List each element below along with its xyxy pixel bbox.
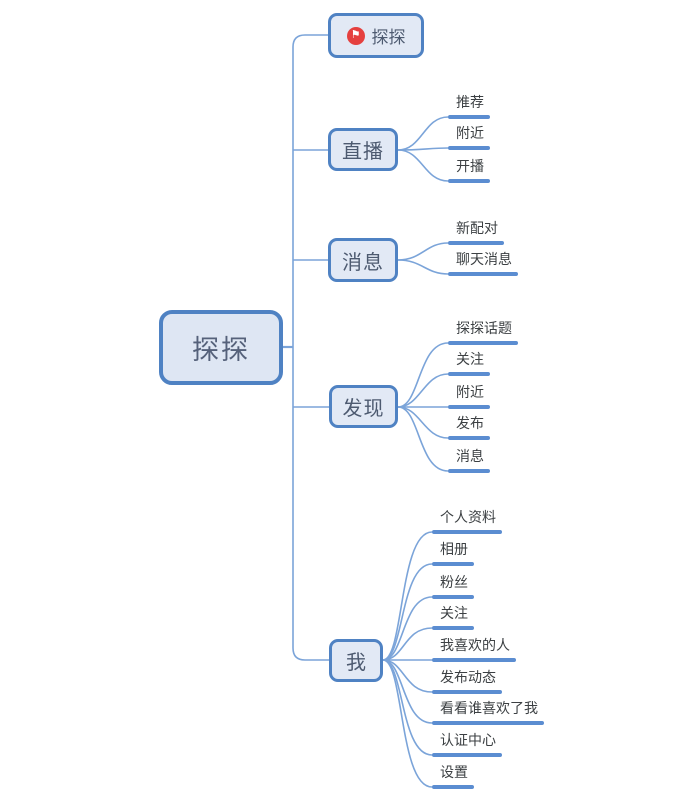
leaf-label: 聊天消息 [456,251,512,267]
leaf-node-xinpeidui[interactable]: 新配对 [448,219,504,245]
trunk-line [292,34,329,661]
leaf-underline [432,562,474,566]
leaf-underline [448,241,504,245]
leaf-underline [448,436,490,440]
leaf-node-xiangce[interactable]: 相册 [432,540,474,566]
leaf-label: 认证中心 [440,732,496,748]
branch-node-xiaoxi[interactable]: 消息 [328,238,398,282]
leaf-label: 新配对 [456,220,498,236]
leaf-connector [382,627,433,661]
leaf-node-guanzhu[interactable]: 关注 [448,350,490,376]
leaf-connector [397,342,449,408]
leaf-label: 关注 [456,351,484,367]
leaf-node-xiaoxi[interactable]: 消息 [448,447,490,473]
leaf-underline [432,658,516,662]
leaf-label: 开播 [456,158,484,174]
leaf-underline [448,469,490,473]
leaf-underline [448,405,490,409]
leaf-label: 看看谁喜欢了我 [440,700,538,716]
leaf-label: 关注 [440,605,468,621]
leaf-node-shezhi[interactable]: 设置 [432,763,474,789]
leaf-underline [432,721,544,725]
leaf-node-kaibo[interactable]: 开播 [448,157,490,183]
leaf-underline [448,372,490,376]
leaf-underline [432,595,474,599]
leaf-label: 发布 [456,415,484,431]
leaf-connector [382,659,433,788]
leaf-label: 附近 [456,384,484,400]
leaf-node-fabudongtai[interactable]: 发布动态 [432,668,502,694]
leaf-connector [397,406,449,472]
leaf-connector [397,242,449,261]
leaf-underline [448,272,518,276]
leaf-connector [382,563,433,661]
leaf-connector [382,659,433,756]
leaf-label: 消息 [456,448,484,464]
branch-node-zhibo[interactable]: 直播 [328,128,398,171]
leaf-node-woxihuanderen[interactable]: 我喜欢的人 [432,636,516,662]
leaf-connector [397,116,449,151]
leaf-connector [397,406,449,439]
leaf-underline [448,115,490,119]
leaf-label: 推荐 [456,94,484,110]
leaf-connector [397,149,449,182]
leaf-underline [432,690,502,694]
root-node-tantan[interactable]: 探探 [159,310,283,385]
leaf-underline [448,146,490,150]
leaf-underline [432,785,474,789]
leaf-underline [432,753,502,757]
branch-node-label: 探探 [371,28,406,47]
branch-node-label: 发现 [342,398,385,420]
leaf-underline [432,626,474,630]
leaf-connector [382,531,433,661]
leaf-node-fabu[interactable]: 发布 [448,414,490,440]
root-node-label: 探探 [192,335,250,365]
flag-icon: ⚑ [346,26,365,45]
leaf-connector [397,373,449,408]
branch-node-wo[interactable]: 我 [329,639,383,682]
leaf-node-fensi[interactable]: 粉丝 [432,573,474,599]
branch-node-label: 直播 [342,141,384,163]
leaf-node-fujin[interactable]: 附近 [448,124,490,150]
leaf-label: 发布动态 [440,669,496,685]
leaf-node-tuijian[interactable]: 推荐 [448,93,490,119]
branch-node-faxian[interactable]: 发现 [329,385,398,428]
leaf-label: 相册 [440,541,468,557]
leaf-underline [448,341,518,345]
leaf-node-renzhengzhongxin[interactable]: 认证中心 [432,731,502,757]
leaf-node-guanzhu[interactable]: 关注 [432,604,474,630]
leaf-node-kankanshuixihuanlewo[interactable]: 看看谁喜欢了我 [432,699,544,725]
branch-node-tantan[interactable]: ⚑ 探探 [328,13,424,58]
leaf-connector [397,259,449,275]
branch-node-label: 消息 [342,251,384,274]
leaf-label: 设置 [440,764,468,780]
leaf-label: 我喜欢的人 [440,637,510,653]
leaf-underline [432,530,502,534]
leaf-connector [382,596,433,661]
leaf-label: 探探话题 [456,320,512,336]
leaf-label: 附近 [456,125,484,141]
leaf-label: 个人资料 [440,509,496,525]
branch-node-label: 我 [346,652,366,674]
leaf-node-liaotianxiaoxi[interactable]: 聊天消息 [448,250,518,276]
leaf-underline [448,179,490,183]
leaf-label: 粉丝 [440,574,468,590]
leaf-node-fujin[interactable]: 附近 [448,383,490,409]
leaf-node-tantanhuati[interactable]: 探探话题 [448,319,518,345]
leaf-node-gerenziliao[interactable]: 个人资料 [432,508,502,534]
